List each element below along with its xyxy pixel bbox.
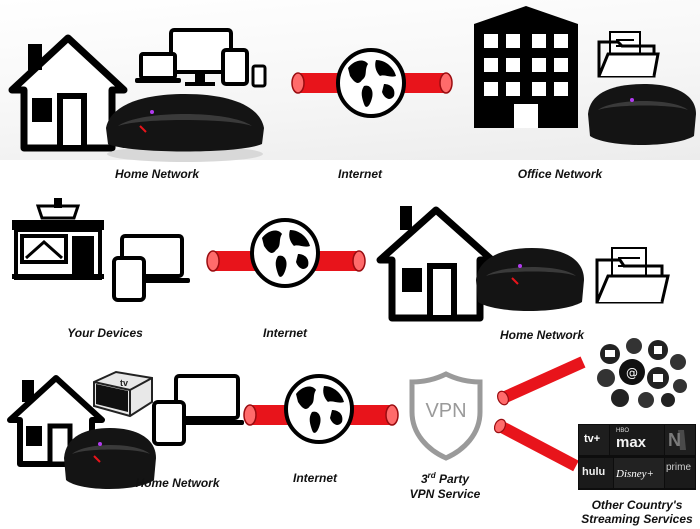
devices-icon <box>152 374 244 446</box>
streaming-logo-prime: prime <box>666 462 692 473</box>
streaming-label-line1: Other Country's <box>591 498 683 512</box>
router-icon <box>588 84 696 145</box>
streaming-logo-hulu: hulu <box>582 466 606 478</box>
vpn-label-num: 3 <box>420 472 428 486</box>
folder-icon <box>595 247 670 304</box>
globe-icon <box>250 218 320 288</box>
svg-text:@: @ <box>626 366 638 380</box>
router-icon <box>64 428 156 489</box>
tv-box-text: tv <box>120 378 129 388</box>
router-icon <box>476 248 584 311</box>
globe-icon <box>336 48 406 118</box>
streaming-logo-tvplus: tv+ <box>584 433 601 445</box>
vpn-label-rest: Party <box>435 472 470 486</box>
devices-icon <box>135 28 267 88</box>
streaming-label-line2: Streaming Services <box>581 512 693 526</box>
row2-left-label: Your Devices <box>67 326 143 340</box>
streaming-services-label: Other Country's Streaming Services <box>575 498 699 526</box>
apps-cluster-icon: @ <box>597 338 687 408</box>
streaming-tile-icon <box>578 424 696 490</box>
router-icon <box>106 94 264 162</box>
streaming-logo-hbo: HBO <box>616 428 630 434</box>
vpn-label-sup: rd <box>427 471 436 480</box>
house-icon <box>376 206 496 322</box>
row2-middle-label: Internet <box>262 326 307 340</box>
row3-left-label: Home Network <box>135 476 220 490</box>
vpn-service-label: 3rd Party VPN Service <box>395 468 495 502</box>
pipe-icon <box>497 356 586 406</box>
house-icon <box>8 34 128 152</box>
devices-icon <box>112 234 190 302</box>
tv-box-icon <box>93 370 153 418</box>
globe-icon <box>284 374 354 444</box>
storefront-icon <box>12 198 104 280</box>
row1-right-label: Office Network <box>517 167 603 181</box>
vpn-label-line2: VPN Service <box>409 487 481 501</box>
vpn-shield-text: VPN <box>425 400 467 422</box>
row1-left-label: Home Network <box>114 167 200 181</box>
folder-icon <box>597 31 660 78</box>
pipe-icon <box>493 418 579 472</box>
office-building-icon <box>474 6 578 128</box>
streaming-logo-max: max <box>616 434 647 451</box>
streaming-logo-n: N <box>668 430 681 450</box>
row1-middle-label: Internet <box>337 167 382 181</box>
streaming-logo-disney: Disney+ <box>616 468 654 480</box>
row2-right-label: Home Network <box>499 328 585 342</box>
vpn-shield-icon <box>409 371 483 461</box>
row3-middle-label: Internet <box>292 471 337 485</box>
